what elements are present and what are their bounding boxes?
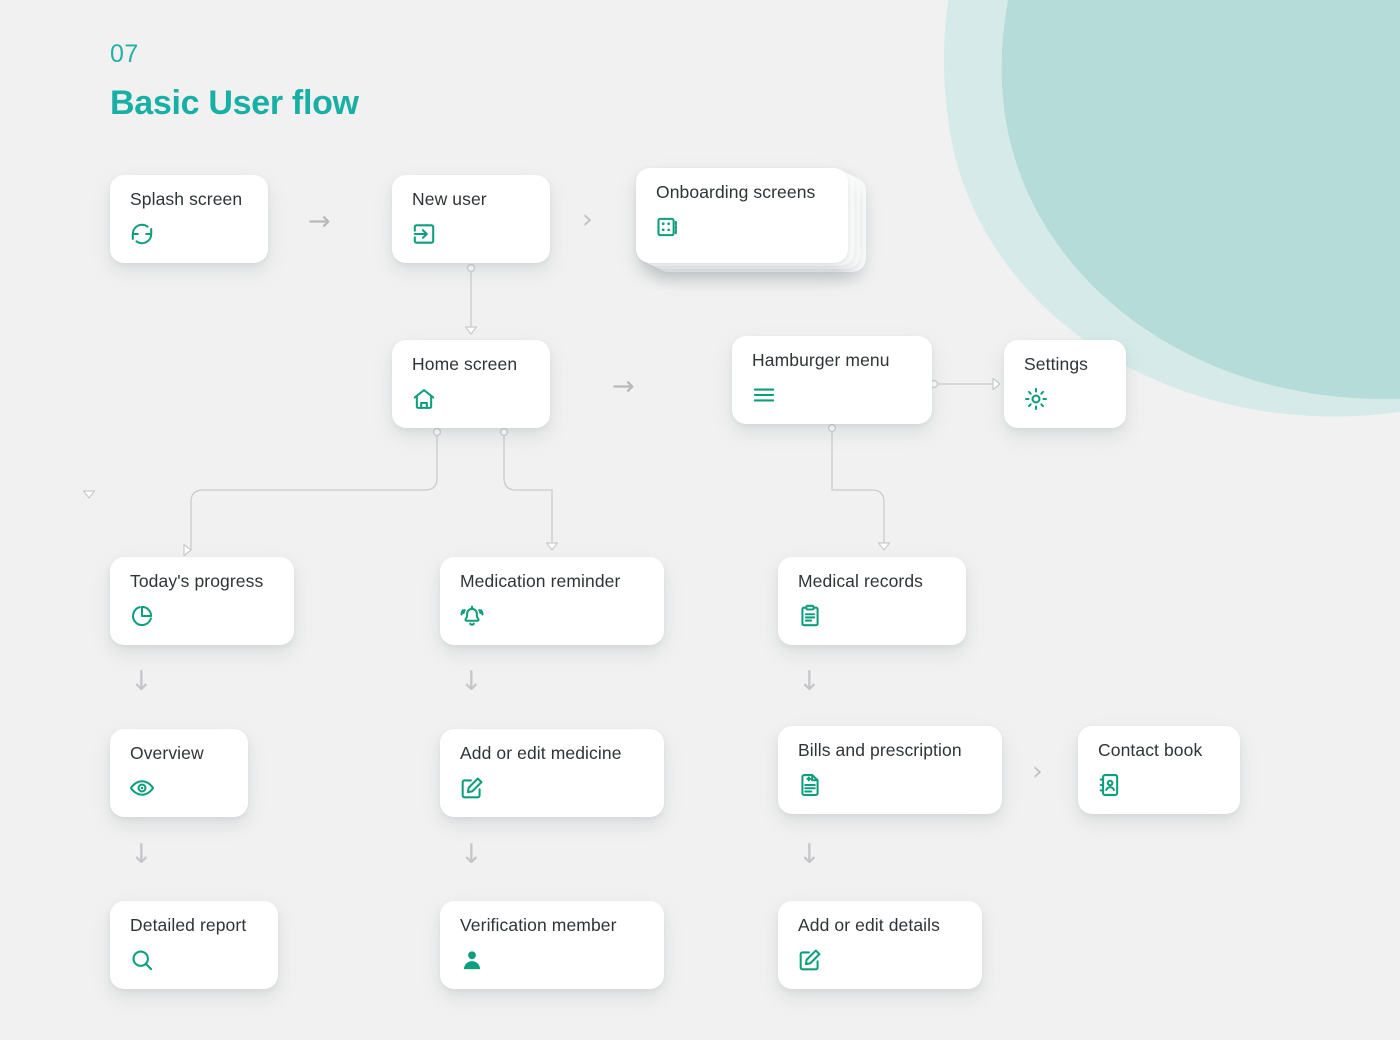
arrow-newuser-to-onboarding: › (582, 204, 593, 235)
arrow-bills-to-adddetails: ↓ (798, 839, 821, 870)
gear-settings-icon (1023, 386, 1049, 412)
connector-arrowhead (545, 542, 559, 551)
flow-node-label: Contact book (1098, 740, 1203, 760)
flow-node-label: Verification member (460, 915, 617, 935)
flow-node-adddetails[interactable]: Add or edit details (778, 901, 982, 989)
flow-node-label: Bills and prescription (798, 740, 962, 760)
flow-node-splash[interactable]: Splash screen (110, 175, 268, 263)
flow-node-hamburger[interactable]: Hamburger menu (732, 336, 932, 424)
connector-arrowhead (992, 377, 1001, 391)
connector-start-dot (467, 264, 476, 273)
home-house-icon (411, 386, 437, 412)
page-title: Basic User flow (110, 84, 359, 122)
arrow-home-to-hamburger: → (612, 371, 635, 402)
contact-book-icon (1097, 772, 1123, 798)
arrow-medreminder-to-addmedicine: ↓ (460, 666, 483, 697)
connector-arrowhead (877, 542, 891, 551)
person-user-icon (459, 947, 485, 973)
flow-node-settings[interactable]: Settings (1004, 340, 1126, 428)
flow-node-label: Today's progress (130, 571, 264, 591)
flow-node-addmedicine[interactable]: Add or edit medicine (440, 729, 664, 817)
flow-node-progress[interactable]: Today's progress (110, 557, 294, 645)
onboarding-grid-icon (655, 214, 681, 240)
connector-start-dot (827, 424, 836, 433)
connector-home-to-progress (190, 432, 438, 550)
flow-node-label: Medical records (798, 571, 924, 591)
magnifier-search-icon (129, 947, 155, 973)
flow-node-label: Hamburger menu (752, 350, 890, 370)
flow-node-onboarding[interactable]: Onboarding screens (636, 168, 848, 263)
flow-node-report[interactable]: Detailed report (110, 901, 278, 989)
flow-node-label: Overview (130, 743, 204, 763)
edit-square-pencil-icon (459, 775, 485, 801)
decorative-blob-light (885, 0, 1400, 475)
arrow-splash-to-newuser: → (308, 206, 331, 237)
flow-node-label: Home screen (412, 354, 518, 374)
clipboard-records-icon (797, 603, 823, 629)
ringing-bell-icon (459, 603, 485, 629)
flow-node-label: Splash screen (130, 189, 243, 209)
arrow-bills-to-contactbook: › (1032, 756, 1043, 787)
flow-node-verify[interactable]: Verification member (440, 901, 664, 989)
medical-document-icon (797, 772, 823, 798)
hamburger-menu-icon (751, 382, 777, 408)
edit-square-pencil-icon (797, 947, 823, 973)
connector-arrowhead (183, 543, 192, 557)
connector-start-dot (500, 428, 509, 437)
flow-node-newuser[interactable]: New user (392, 175, 550, 263)
eye-icon (129, 775, 155, 801)
flow-node-label: New user (412, 189, 487, 209)
arrow-addmedicine-to-verify: ↓ (460, 839, 483, 870)
pie-chart-icon (129, 603, 155, 629)
flow-node-medreminder[interactable]: Medication reminder (440, 557, 664, 645)
connector-hamburger-to-medrecords (831, 428, 885, 550)
arrow-medrecords-to-bills: ↓ (798, 666, 821, 697)
flow-node-home[interactable]: Home screen (392, 340, 550, 428)
arrow-overview-to-report: ↓ (130, 839, 153, 870)
flow-node-overview[interactable]: Overview (110, 729, 248, 817)
connector-arrowhead (464, 326, 478, 335)
flow-node-label: Medication reminder (460, 571, 621, 591)
sync-refresh-icon (129, 221, 155, 247)
flow-node-label: Detailed report (130, 915, 247, 935)
flow-node-label: Onboarding screens (656, 182, 816, 202)
flow-node-bills[interactable]: Bills and prescription (778, 726, 1002, 814)
login-enter-icon (411, 221, 437, 247)
flow-node-label: Add or edit details (798, 915, 940, 935)
flow-node-contactbook[interactable]: Contact book (1078, 726, 1240, 814)
flow-node-label: Settings (1024, 354, 1089, 374)
section-number: 07 (110, 40, 139, 68)
flow-node-label: Add or edit medicine (460, 743, 622, 763)
connector-start-dot (433, 428, 442, 437)
flow-node-medrecords[interactable]: Medical records (778, 557, 966, 645)
arrow-progress-to-overview: ↓ (130, 666, 153, 697)
connector-home-to-medreminder (503, 432, 553, 550)
stray-triangle-marker (82, 490, 96, 499)
